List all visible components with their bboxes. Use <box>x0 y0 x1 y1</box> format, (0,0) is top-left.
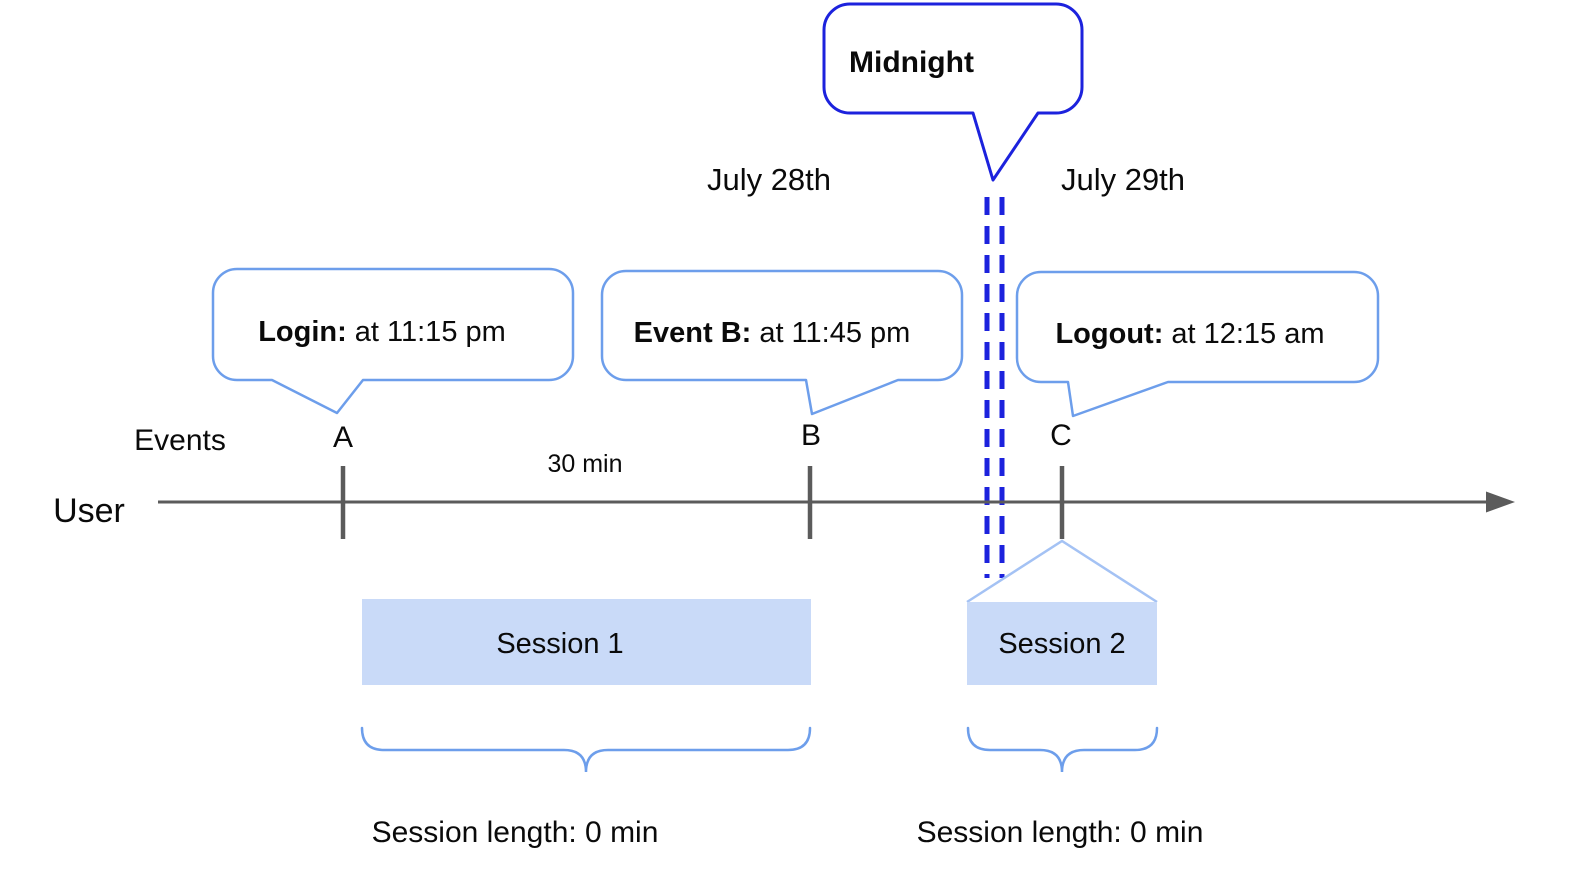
logout-callout-title: Logout: <box>1055 318 1163 350</box>
session1-rect <box>362 599 811 685</box>
session1-box: Session 1 <box>362 599 811 685</box>
date-july-29: July 29th <box>1061 162 1185 197</box>
midnight-callout-label: Midnight <box>849 46 974 79</box>
event-b-callout-text: Event B:at 11:45 pm <box>634 317 911 349</box>
event-c-label: C <box>1050 419 1072 452</box>
logout-callout: Logout:at 12:15 am <box>1015 270 1380 418</box>
session1-length-label: Session length: 0 min <box>372 816 659 849</box>
event-b-callout-bubble <box>600 269 964 416</box>
event-b-callout-time: at 11:45 pm <box>759 317 910 349</box>
events-row-label: Events <box>134 424 226 457</box>
logout-callout-bubble <box>1015 270 1380 418</box>
midnight-divider <box>984 197 1005 578</box>
event-b-label: B <box>801 419 821 452</box>
date-july-28: July 28th <box>707 162 831 197</box>
session2-length-label: Session length: 0 min <box>917 816 1204 849</box>
session1-brace <box>360 726 812 773</box>
midnight-callout-bubble <box>822 2 1084 182</box>
user-axis-label: User <box>53 492 125 530</box>
session2-label: Session 2 <box>998 628 1125 660</box>
session2-rect <box>967 602 1157 685</box>
login-callout-title: Login: <box>258 316 347 348</box>
event-a-label: A <box>333 421 353 454</box>
session2-projection-lines <box>966 539 1158 604</box>
event-b-callout-title: Event B: <box>634 317 752 349</box>
event-b-callout: Event B:at 11:45 pm <box>600 269 964 416</box>
logout-callout-text: Logout:at 12:15 am <box>1055 318 1324 350</box>
session2-brace <box>966 726 1159 773</box>
login-callout: Login:at 11:15 pm <box>211 267 575 415</box>
login-callout-text: Login:at 11:15 pm <box>258 316 506 348</box>
login-callout-time: at 11:15 pm <box>355 316 506 348</box>
interval-label: 30 min <box>547 450 622 478</box>
session1-label: Session 1 <box>496 628 623 660</box>
timeline-arrowhead-icon <box>1486 491 1515 513</box>
timeline-axis <box>158 466 1515 539</box>
midnight-callout: Midnight <box>822 2 1084 182</box>
session2-box: Session 2 <box>967 602 1157 685</box>
login-callout-bubble <box>211 267 575 415</box>
logout-callout-time: at 12:15 am <box>1171 318 1324 350</box>
